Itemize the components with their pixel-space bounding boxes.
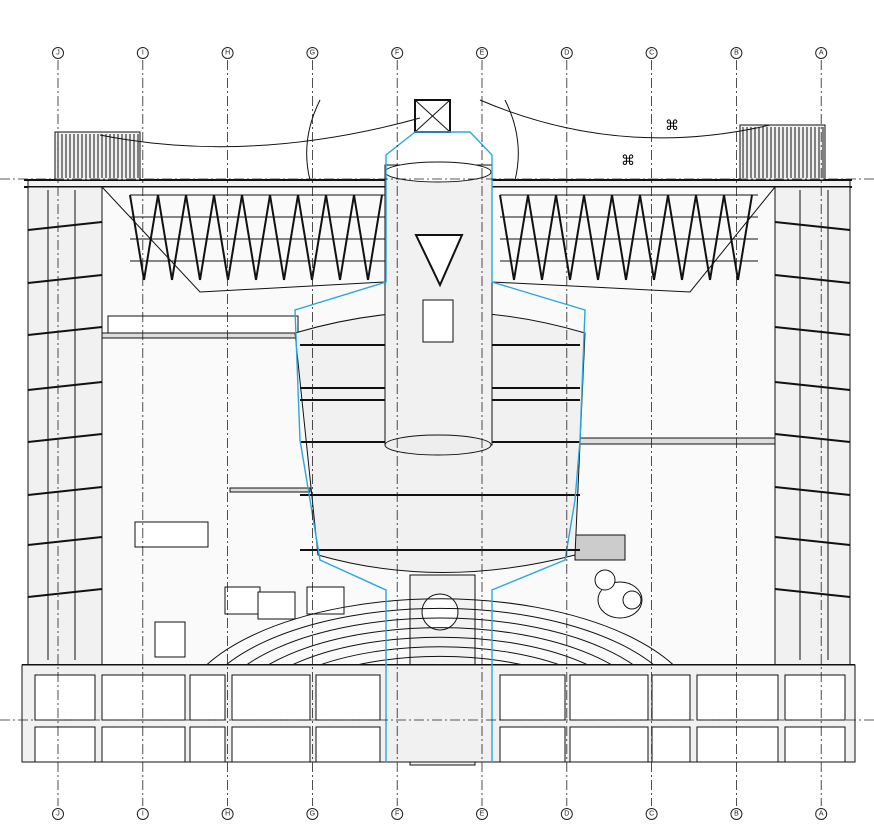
- left-facade: [27, 186, 103, 666]
- seating-row: [177, 598, 703, 721]
- basement-room: [34, 726, 96, 763]
- basement-room: [189, 674, 226, 721]
- facade-band: [27, 486, 103, 496]
- grid-label: A: [819, 50, 824, 57]
- facade-band: [27, 326, 103, 336]
- grid-bubble: A: [815, 47, 828, 59]
- facade-band: [27, 536, 103, 546]
- grid-label: C: [649, 50, 654, 57]
- grid-bubble: J: [52, 808, 64, 820]
- grid-label: H: [225, 811, 230, 818]
- basement-room: [315, 674, 381, 721]
- facade-floor-bands: [27, 190, 851, 660]
- basement-room: [569, 726, 649, 763]
- grid-bubble: B: [730, 808, 743, 820]
- facade-band: [774, 381, 851, 391]
- facade-band: [774, 536, 851, 546]
- grid-label: B: [734, 811, 739, 818]
- grid-bubble: H: [221, 808, 234, 820]
- basement-room: [315, 726, 381, 763]
- grid-label: D: [564, 811, 569, 818]
- drone-icon: ⌘: [621, 152, 635, 168]
- grid-label: G: [310, 50, 315, 57]
- grid-label: G: [310, 811, 315, 818]
- grid-label: B: [734, 50, 739, 57]
- grid-label: D: [564, 50, 569, 57]
- basement-room: [499, 674, 566, 721]
- grid-bubble: E: [476, 808, 488, 820]
- grid-bubble: J: [52, 47, 64, 59]
- suspended-funnel: [414, 234, 464, 288]
- grid-label: E: [480, 811, 485, 818]
- facade-band: [27, 381, 103, 391]
- basement-room: [696, 726, 779, 763]
- grid-label: E: [480, 50, 485, 57]
- grid-bubble: E: [476, 47, 488, 59]
- basement-room: [231, 674, 311, 721]
- facade-band: [27, 588, 103, 598]
- tower-highlight-outline: [294, 131, 586, 762]
- structural-grid: J J I I H H G G F F E E D D C C B B A A: [0, 47, 874, 820]
- facade-band: [774, 274, 851, 284]
- basement-room: [651, 674, 691, 721]
- facade-band: [774, 486, 851, 496]
- basement-room: [784, 726, 846, 763]
- grid-label: C: [649, 811, 654, 818]
- grid-bubble: B: [730, 47, 743, 59]
- grid-bubble: G: [306, 47, 319, 59]
- facade-band: [774, 221, 851, 231]
- basement-room: [231, 726, 311, 763]
- roof-truss-left: [100, 186, 388, 293]
- grid-label: F: [395, 811, 399, 818]
- basement-room: [189, 726, 226, 763]
- facade-band: [27, 274, 103, 284]
- basement-room: [784, 674, 846, 721]
- facade-band: [774, 433, 851, 443]
- grid-bubble: F: [391, 47, 404, 59]
- facade-band: [774, 326, 851, 336]
- facade-band: [774, 588, 851, 598]
- grid-label: F: [395, 50, 399, 57]
- grid-bubble: C: [645, 808, 658, 820]
- grid-bubble: C: [645, 47, 658, 59]
- grid-bubble: D: [560, 808, 573, 820]
- grid-label: I: [142, 50, 144, 57]
- grid-label: H: [225, 50, 230, 57]
- grid-bubble: A: [815, 808, 828, 820]
- rooftop-containers: ⌘ ⌘: [54, 99, 826, 181]
- basement: [21, 664, 856, 763]
- basement-room: [101, 674, 186, 721]
- basement-room: [101, 726, 186, 763]
- basement-room: [569, 674, 649, 721]
- drone-icon: ⌘: [665, 117, 679, 133]
- grid-bubble: G: [306, 808, 319, 820]
- grid-label: I: [142, 811, 144, 818]
- facade-band: [27, 221, 103, 231]
- basement-room: [34, 674, 96, 721]
- grid-bubble: D: [560, 47, 573, 59]
- grid-bubble: H: [221, 47, 234, 59]
- grid-bubble: I: [136, 808, 149, 820]
- grid-label: J: [56, 811, 60, 818]
- grid-bubble: I: [136, 47, 149, 59]
- basement-room: [651, 726, 691, 763]
- grid-bubble: F: [391, 808, 404, 820]
- grid-label: J: [56, 50, 60, 57]
- grid-label: A: [819, 811, 824, 818]
- right-facade: [774, 186, 851, 666]
- basement-room: [696, 674, 779, 721]
- basement-room: [499, 726, 566, 763]
- facade-band: [27, 433, 103, 443]
